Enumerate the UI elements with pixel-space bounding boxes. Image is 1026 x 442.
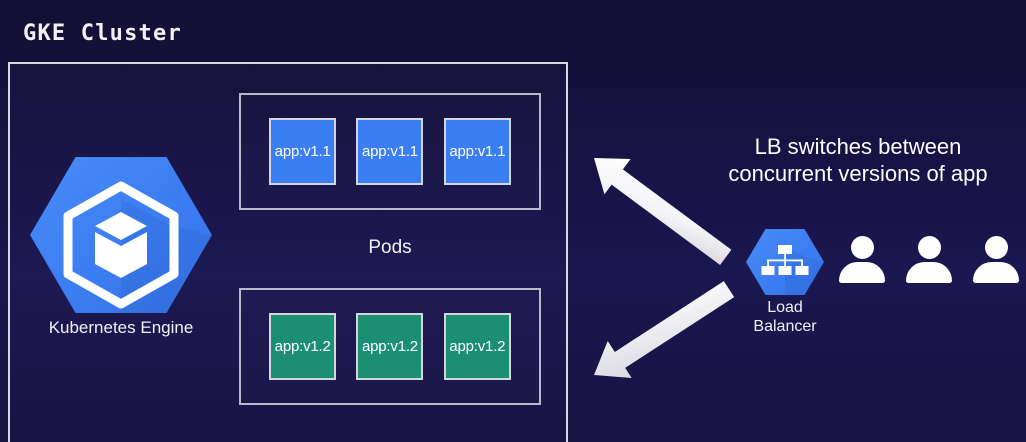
user-body [973,262,1019,283]
pod-group-v11: app:v1.1 app:v1.1 app:v1.1 [239,93,541,210]
load-balancer-label-line-1: Load [767,299,803,316]
load-balancer-label-line-2: Balancer [753,318,817,335]
page-title: GKE Cluster [23,21,182,46]
user-head [851,236,874,259]
caption-line-1: LB switches between [754,134,962,159]
kubernetes-engine-hexagon-icon [30,156,212,314]
gke-cluster-boundary [8,62,568,442]
pod-v12-1[interactable]: app:v1.2 [269,313,337,380]
pod-v12-2[interactable]: app:v1.2 [356,313,424,380]
user-head [918,236,941,259]
user-icon-2 [905,236,953,283]
user-icon-1 [838,236,886,283]
pod-v12-3[interactable]: app:v1.2 [443,313,511,380]
caption: LB switches between concurrent versions … [690,133,1026,187]
user-body [906,262,952,283]
pod-group-v12: app:v1.2 app:v1.2 app:v1.2 [239,288,541,405]
caption-line-2: concurrent versions of app [728,161,988,186]
load-balancer-node: Load Balancer [740,228,830,336]
load-balancer-hexagon-icon [740,228,830,296]
user-head [985,236,1008,259]
user-body [839,262,885,283]
kubernetes-engine-node: Kubernetes Engine [30,156,212,338]
user-icon-3 [972,236,1020,283]
pod-v11-2[interactable]: app:v1.1 [356,118,424,185]
load-balancer-label: Load Balancer [740,298,830,336]
pods-label: Pods [368,237,412,258]
kubernetes-engine-label: Kubernetes Engine [48,318,194,337]
pod-v11-1[interactable]: app:v1.1 [269,118,337,185]
pod-v11-3[interactable]: app:v1.1 [443,118,511,185]
arrow-to-v12-icon [594,281,735,378]
users-group [838,236,1020,283]
